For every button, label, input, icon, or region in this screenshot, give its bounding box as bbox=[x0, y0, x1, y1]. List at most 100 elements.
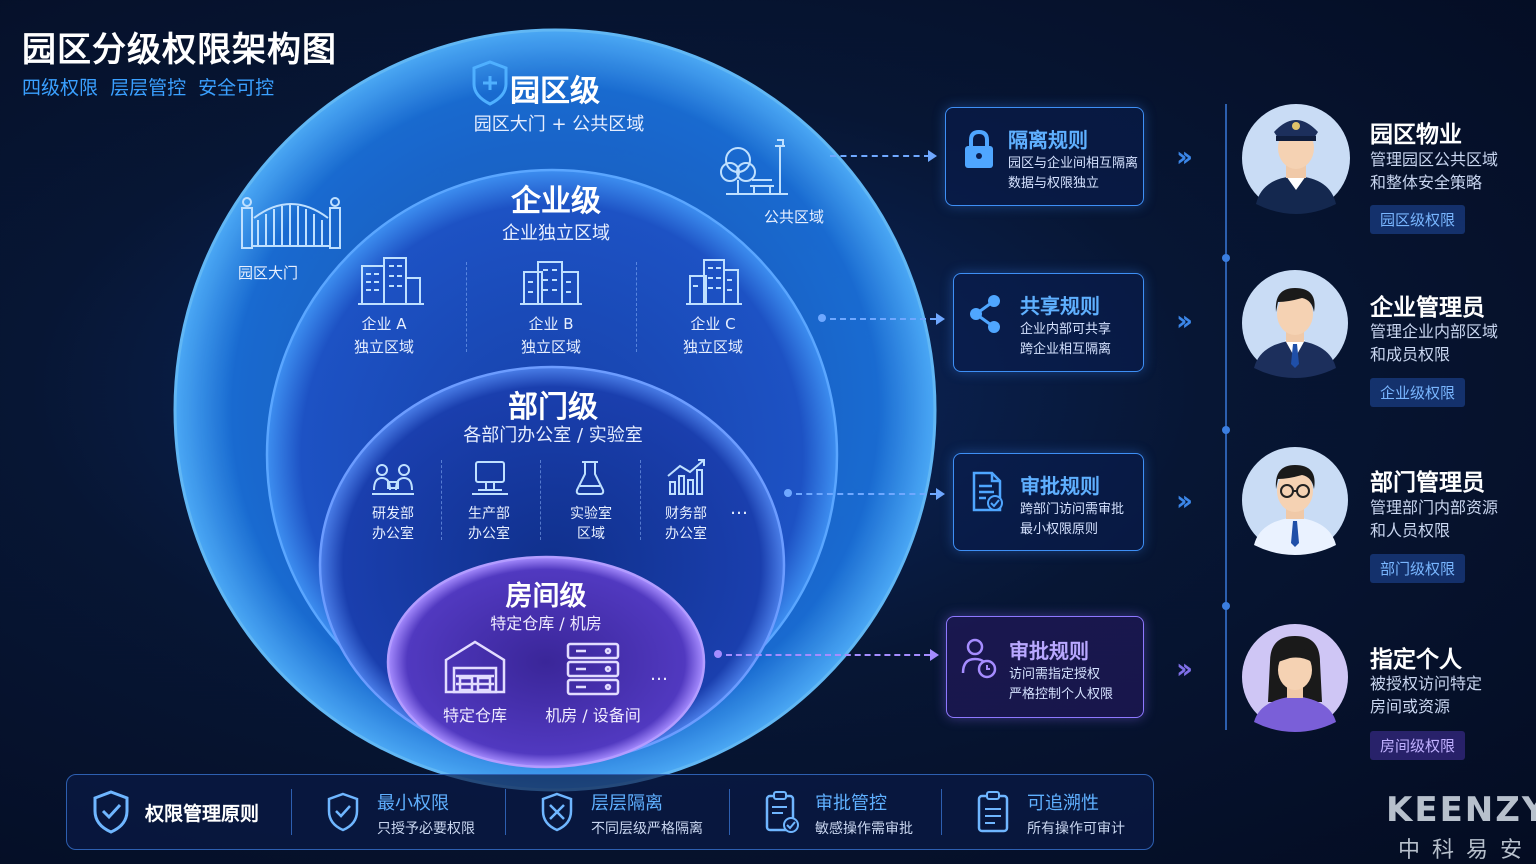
warehouse-icon bbox=[444, 640, 506, 694]
park-level-subtitle: 园区大门 + 公共区域 bbox=[473, 114, 645, 135]
department-name: 实验室 bbox=[570, 506, 612, 522]
principles-bar: 权限管理原则 最小权限 只授予必要权限 层层隔离 不同层级严格隔离 审批管控 敏… bbox=[66, 774, 1154, 850]
lock-icon bbox=[965, 129, 993, 168]
rule-title: 审批规则 bbox=[1020, 474, 1100, 498]
building-icon bbox=[686, 259, 742, 305]
bracket-dot bbox=[1222, 254, 1230, 262]
principle-desc: 不同层级严格隔离 bbox=[591, 821, 703, 837]
monitor-icon bbox=[472, 461, 508, 495]
permission-tag: 园区级权限 bbox=[1370, 205, 1466, 234]
divider bbox=[636, 262, 637, 352]
public-area-label: 公共区域 bbox=[763, 208, 824, 226]
role-desc-line: 管理园区公共区域 bbox=[1370, 150, 1499, 169]
role-desc-line: 管理企业内部区域 bbox=[1370, 322, 1499, 341]
department-name: 财务部 bbox=[665, 506, 707, 522]
department-more: … bbox=[730, 498, 748, 519]
room-item-warehouse: 特定仓库 bbox=[442, 706, 507, 725]
building-icon bbox=[520, 261, 582, 305]
rule-card-personal-approval: 审批规则 访问需指定授权 严格控制个人权限 bbox=[946, 616, 1144, 718]
bracket-dot bbox=[1222, 426, 1230, 434]
department-desc: 办公室 bbox=[372, 526, 414, 542]
principle-desc: 敏感操作需审批 bbox=[815, 821, 913, 837]
rule-desc: 园区与企业间相互隔离 数据与权限独立 bbox=[1008, 154, 1138, 194]
principle-desc: 只授予必要权限 bbox=[377, 821, 475, 837]
divider bbox=[941, 789, 942, 835]
isolation-shield-icon bbox=[541, 792, 573, 832]
connector-line bbox=[726, 654, 930, 656]
bracket-dot bbox=[1222, 602, 1230, 610]
double-chevron-icon: ›› bbox=[1176, 652, 1193, 685]
enterprise-level-title: 企业级 bbox=[511, 184, 601, 219]
principle-title: 可追溯性 bbox=[1027, 793, 1099, 814]
individual-user-avatar bbox=[1242, 624, 1348, 732]
double-chevron-icon: ›› bbox=[1176, 304, 1193, 337]
room-level-subtitle: 特定仓库 / 机房 bbox=[490, 614, 602, 633]
divider bbox=[466, 262, 467, 352]
divider bbox=[441, 460, 442, 540]
rule-desc-line: 数据与权限独立 bbox=[1008, 176, 1100, 191]
park-gate-label: 园区大门 bbox=[237, 264, 298, 282]
share-icon bbox=[970, 295, 1000, 333]
divider bbox=[729, 789, 730, 835]
department-name: 研发部 bbox=[372, 506, 414, 522]
enterprise-desc: 独立区域 bbox=[520, 338, 581, 356]
department-item: 财务部 办公室 bbox=[646, 504, 726, 544]
park-bench-icon bbox=[720, 139, 788, 195]
department-desc: 办公室 bbox=[665, 526, 707, 542]
rule-card-sharing: 共享规则 企业内部可共享 跨企业相互隔离 bbox=[953, 273, 1144, 372]
clipboard-check-icon bbox=[765, 791, 799, 833]
permission-tag: 部门级权限 bbox=[1370, 554, 1466, 583]
role-name: 园区物业 bbox=[1370, 122, 1462, 148]
building-icon bbox=[358, 257, 424, 305]
principle-title: 审批管控 bbox=[815, 793, 887, 814]
role-name: 部门管理员 bbox=[1370, 470, 1485, 496]
rule-card-approval: 审批规则 跨部门访问需审批 最小权限原则 bbox=[953, 453, 1144, 551]
role-desc: 管理园区公共区域 和整体安全策略 bbox=[1370, 148, 1498, 194]
divider bbox=[540, 460, 541, 540]
role-desc-line: 房间或资源 bbox=[1370, 697, 1451, 716]
room-more: … bbox=[650, 664, 668, 685]
enterprise-admin-avatar bbox=[1242, 270, 1348, 378]
brand-name-cn: 中科易安 bbox=[1398, 838, 1535, 863]
role-desc-line: 和整体安全策略 bbox=[1370, 173, 1483, 192]
rule-desc: 访问需指定授权 严格控制个人权限 bbox=[1009, 665, 1113, 705]
enterprise-desc: 独立区域 bbox=[682, 338, 743, 356]
rule-desc: 企业内部可共享 跨企业相互隔离 bbox=[1020, 320, 1111, 360]
rule-desc-line: 跨部门访问需审批 bbox=[1020, 502, 1125, 517]
department-name: 生产部 bbox=[468, 506, 510, 522]
rule-desc-line: 企业内部可共享 bbox=[1020, 322, 1112, 337]
enterprise-name: 企业 B bbox=[528, 315, 574, 333]
role-desc: 被授权访问特定 房间或资源 bbox=[1370, 672, 1482, 718]
security-guard-avatar bbox=[1242, 104, 1350, 214]
meeting-icon bbox=[372, 464, 414, 495]
role-desc: 管理企业内部区域 和成员权限 bbox=[1370, 320, 1498, 366]
department-item: 实验室 区域 bbox=[551, 504, 631, 544]
role-name: 企业管理员 bbox=[1370, 295, 1485, 321]
department-desc: 办公室 bbox=[468, 526, 510, 542]
park-level-title: 园区级 bbox=[510, 74, 600, 109]
connector-line bbox=[796, 493, 936, 495]
rule-desc-line: 严格控制个人权限 bbox=[1009, 687, 1114, 702]
room-level-title: 房间级 bbox=[505, 581, 587, 612]
principle-title: 最小权限 bbox=[377, 793, 449, 814]
arrow-icon bbox=[936, 488, 945, 500]
connector-line bbox=[830, 318, 936, 320]
arrow-icon bbox=[928, 150, 937, 162]
role-desc-line: 被授权访问特定 bbox=[1370, 674, 1483, 693]
rule-desc: 跨部门访问需审批 最小权限原则 bbox=[1020, 500, 1124, 540]
rule-title: 隔离规则 bbox=[1008, 128, 1088, 152]
room-item-server: 机房 / 设备间 bbox=[545, 706, 641, 725]
role-desc: 管理部门内部资源 和人员权限 bbox=[1370, 496, 1498, 542]
enterprise-name: 企业 C bbox=[690, 315, 736, 333]
shield-icon bbox=[327, 792, 359, 832]
rule-card-isolation: 隔离规则 园区与企业间相互隔离 数据与权限独立 bbox=[945, 107, 1144, 206]
rule-title: 审批规则 bbox=[1009, 639, 1089, 663]
enterprise-name: 企业 A bbox=[361, 315, 407, 333]
divider bbox=[505, 789, 506, 835]
principles-heading: 权限管理原则 bbox=[145, 803, 260, 825]
role-name: 指定个人 bbox=[1370, 647, 1462, 673]
department-item: 研发部 办公室 bbox=[353, 504, 433, 544]
connector-line bbox=[830, 155, 930, 157]
department-level-title: 部门级 bbox=[508, 390, 598, 425]
department-item: 生产部 办公室 bbox=[449, 504, 529, 544]
